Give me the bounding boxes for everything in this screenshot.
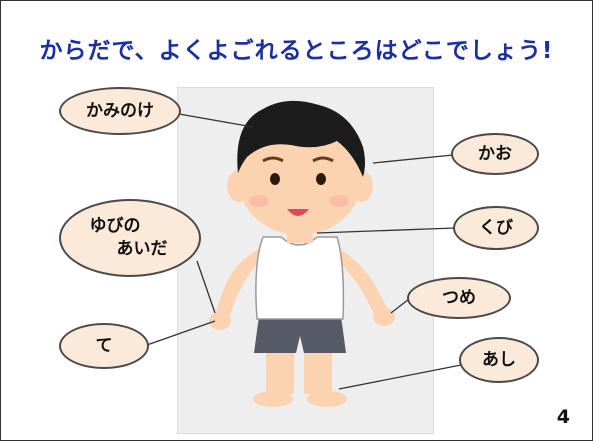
- right-eyebrow: [312, 156, 334, 163]
- mouth: [287, 209, 309, 216]
- left-eyebrow: [262, 156, 284, 163]
- right-cheek: [329, 195, 349, 207]
- leader-tsume: [390, 298, 410, 314]
- left-cheek: [249, 195, 269, 207]
- left-arm: [215, 249, 263, 321]
- left-leg: [266, 346, 294, 394]
- leader-kubi: [316, 227, 456, 234]
- shorts: [254, 316, 346, 353]
- hair: [237, 100, 365, 177]
- left-eye: [270, 173, 280, 185]
- right-hand: [373, 308, 395, 326]
- right-leg: [304, 346, 332, 394]
- callout-neck: くび: [453, 206, 539, 250]
- page-number: 4: [556, 406, 570, 428]
- leader-ashi: [338, 364, 462, 390]
- right-eye: [316, 173, 326, 185]
- callout-hand: て: [59, 323, 149, 369]
- tank-top: [255, 236, 345, 320]
- leader-kaminoke: [178, 113, 254, 128]
- callout-between-fingers-line1: ゆびの: [89, 216, 141, 237]
- right-arm: [337, 249, 389, 319]
- callout-between-fingers: ゆびの あいだ: [59, 199, 201, 277]
- left-hand: [209, 312, 231, 330]
- leader-te: [146, 320, 216, 346]
- leader-yubi: [196, 260, 216, 314]
- slide-title: からだで、よくよごれるところはどこでしょう!: [39, 38, 554, 64]
- callout-between-fingers-line2: あいだ: [116, 239, 168, 259]
- left-foot: [253, 391, 293, 407]
- head: [238, 123, 362, 235]
- callout-hair: かみのけ: [59, 87, 181, 135]
- callout-feet: あし: [459, 337, 539, 383]
- leader-lines: [146, 113, 462, 390]
- leader-kao: [372, 154, 454, 164]
- callout-face: かお: [451, 133, 539, 175]
- right-foot: [307, 391, 347, 407]
- callout-nails: つめ: [407, 277, 511, 319]
